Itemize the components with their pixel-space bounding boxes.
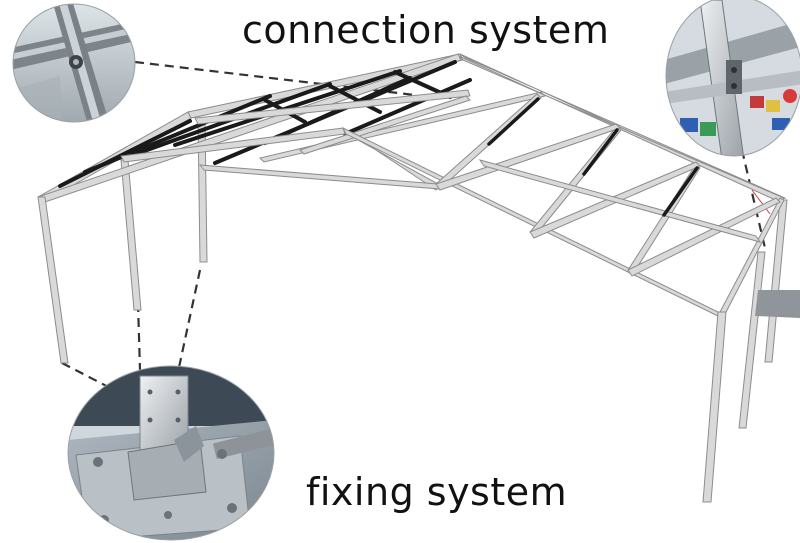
connection-system-label: connection system <box>242 8 610 52</box>
purlin <box>83 94 272 174</box>
purlin <box>173 69 402 147</box>
leg-front-right <box>702 311 727 503</box>
mid-rafter-left <box>120 127 346 163</box>
cross-beam-d <box>478 159 762 243</box>
purlin <box>582 128 619 176</box>
cross-beam-c <box>627 197 781 277</box>
inner-beam-3 <box>299 95 471 155</box>
mid-rafter-far <box>194 89 471 125</box>
purlin <box>343 78 472 136</box>
top-left-photo-border <box>12 3 136 123</box>
right-roof-purlins <box>487 97 699 217</box>
bottom-photo-border <box>67 365 275 541</box>
top-left-connection-photo <box>13 4 135 122</box>
top-right-connection-photo <box>666 0 800 156</box>
leg-front-left <box>37 196 69 364</box>
cross-beam-a <box>435 123 621 191</box>
leader-line-fixing-3 <box>176 269 202 373</box>
leader-line-connection-right <box>740 149 767 249</box>
purlin <box>328 84 382 114</box>
bottom-fixing-photo <box>68 366 274 540</box>
fixing-system-label: fixing system <box>306 470 568 514</box>
eave-beam-back <box>458 55 785 203</box>
leader-line-fixing-2 <box>136 302 142 371</box>
purlin <box>263 76 412 145</box>
purlin <box>487 97 540 146</box>
red-guide-line <box>751 189 771 215</box>
front-legs <box>37 196 727 503</box>
leader-line-connection-left <box>134 60 416 97</box>
top-right-photo-border <box>665 0 800 157</box>
leg-back-left-2 <box>120 159 142 311</box>
purlin <box>662 166 699 217</box>
right-edge-bracket <box>755 290 800 318</box>
